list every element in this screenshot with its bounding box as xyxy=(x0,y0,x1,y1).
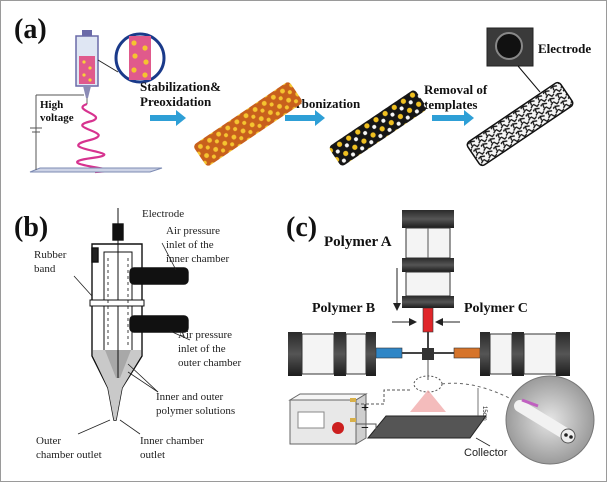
step3-label-1: Removal of xyxy=(424,82,488,97)
electrospun-jet xyxy=(76,102,110,174)
solutions-1: Inner and outer xyxy=(156,391,224,403)
process-arrow-2 xyxy=(285,110,325,126)
panel-a-label: (a) xyxy=(14,14,47,45)
air-inner-2: inlet of the xyxy=(166,239,214,251)
air-inner-3: inner chamber xyxy=(166,253,230,265)
process-arrow-3 xyxy=(432,110,474,126)
panel-a: (a) High voltage xyxy=(14,14,591,174)
panel-c: (c) Polymer A Polymer B Polymer C xyxy=(286,210,595,465)
air-outer-2: inlet of the xyxy=(178,343,226,355)
inner-outlet-2: outlet xyxy=(140,449,165,461)
step3-label-2: templates xyxy=(424,97,477,112)
process-arrows xyxy=(150,110,474,126)
fiber-carbonized xyxy=(329,90,427,166)
inner-outlet-1: Inner chamber xyxy=(140,435,204,447)
syringe xyxy=(75,30,99,104)
collector-leader xyxy=(475,437,491,447)
air-outer-1: Air pressure xyxy=(178,329,232,341)
scale-label: 15cm xyxy=(481,406,487,421)
wire-minus xyxy=(356,423,377,430)
air-outer-3: outer chamber xyxy=(178,357,242,369)
collector-plate xyxy=(29,167,163,173)
collector-mat xyxy=(366,415,487,439)
plus-sign: + xyxy=(361,401,369,416)
polymer-a-label: Polymer A xyxy=(324,234,392,250)
solutions-2: polymer solutions xyxy=(156,405,235,417)
polymer-b-label: Polymer B xyxy=(312,301,375,316)
panel-b-label: (b) xyxy=(14,212,48,243)
process-arrow-1 xyxy=(150,110,186,126)
outer-outlet-1: Outer xyxy=(36,435,61,447)
pump-left xyxy=(288,332,422,376)
voltage-label-2: voltage xyxy=(40,112,74,124)
hollow-fiber-photo xyxy=(505,375,595,465)
magnifier-bubble xyxy=(97,32,166,84)
electrode-b-label: Electrode xyxy=(142,208,184,220)
step1-label-2: Preoxidation xyxy=(140,94,212,109)
minus-sign: − xyxy=(361,421,369,436)
junction xyxy=(422,348,434,360)
panel-b-leaders xyxy=(73,242,191,435)
collector-label: Collector xyxy=(464,447,508,459)
voltage-circuit xyxy=(30,94,84,170)
electrode-label: Electrode xyxy=(538,41,591,56)
power-supply xyxy=(288,393,368,445)
wire-plus xyxy=(356,389,412,405)
outer-outlet-2: chamber outlet xyxy=(36,449,102,461)
rubber-band-2: band xyxy=(34,263,56,275)
panel-c-label: (c) xyxy=(286,212,317,243)
electrode-photo xyxy=(486,27,541,93)
pump-top xyxy=(402,210,454,352)
pump-right xyxy=(434,332,570,376)
polymer-c-label: Polymer C xyxy=(464,301,528,316)
voltage-label-1: High xyxy=(40,99,63,111)
zoom-connector xyxy=(441,382,521,405)
step1-label-1: Stabilization& xyxy=(140,79,221,94)
fiber-stabilized xyxy=(194,82,302,166)
coaxial-nozzle xyxy=(89,208,189,421)
panel-b: (b) Electrode xyxy=(14,208,242,461)
fiber-porous xyxy=(466,81,574,167)
rubber-band-1: Rubber xyxy=(34,249,67,261)
air-inner-1: Air pressure xyxy=(166,225,220,237)
taylor-cone-spray xyxy=(410,390,446,412)
